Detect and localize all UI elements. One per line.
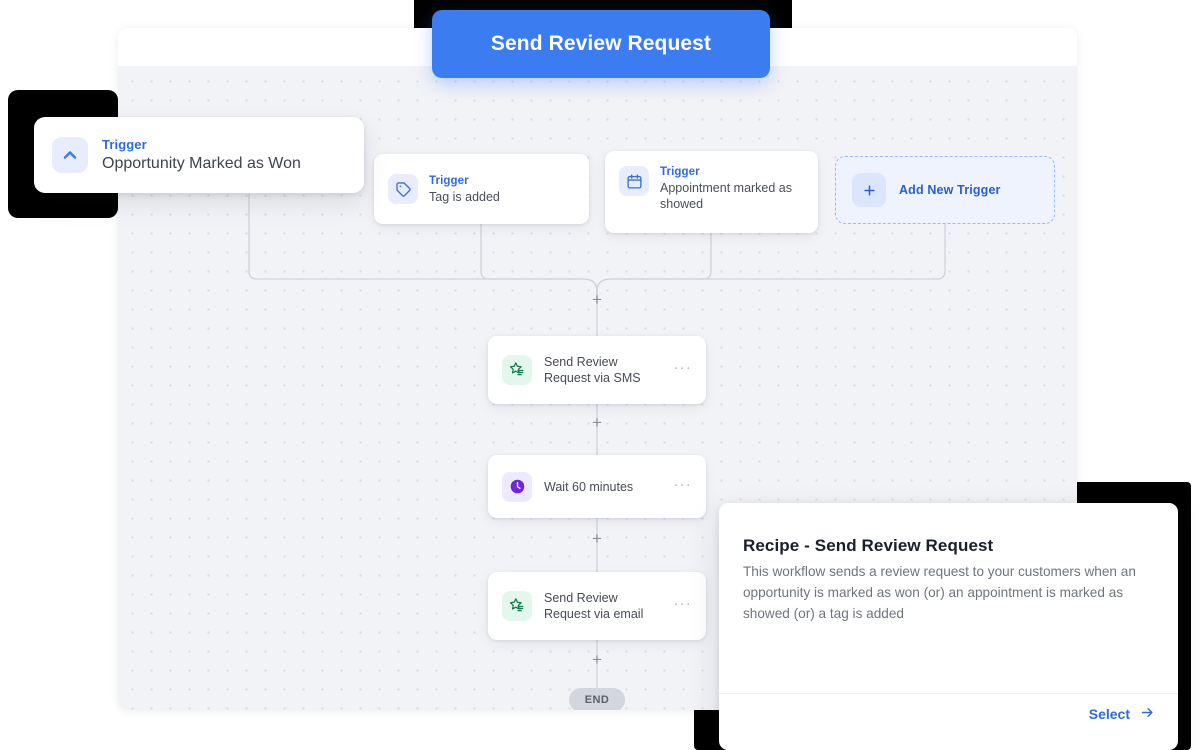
trigger-card-appointment-marked-as-showed[interactable]: Trigger Appointment marked as showed [605, 151, 818, 233]
add-step-plus-icon-3[interactable]: + [592, 529, 602, 548]
calendar-icon [619, 166, 649, 196]
trigger-label: Trigger [660, 166, 700, 178]
trigger-value: Opportunity Marked as Won [102, 155, 301, 172]
action-menu-icon[interactable]: ··· [673, 359, 692, 376]
recipe-divider [719, 693, 1178, 694]
action-card-wait-60-minutes[interactable]: Wait 60 minutes ··· [488, 455, 706, 518]
review-star-icon [502, 355, 532, 385]
end-badge: END [569, 688, 625, 710]
add-step-plus-icon-4[interactable]: + [592, 650, 602, 669]
action-menu-icon[interactable]: ··· [673, 475, 692, 493]
recipe-description: This workflow sends a review request to … [743, 564, 1136, 621]
send-review-request-label: Send Review Request [490, 32, 712, 55]
add-step-plus-icon-2[interactable]: + [592, 413, 602, 432]
trigger-card-tag-is-added[interactable]: Trigger Tag is added [374, 154, 589, 224]
recipe-select-button[interactable]: Select [1089, 705, 1156, 723]
recipe-panel: Recipe - Send Review Request This workfl… [719, 503, 1178, 750]
chevron-up-icon [52, 137, 88, 173]
end-label: END [584, 694, 610, 706]
action-menu-icon[interactable]: ··· [673, 595, 692, 612]
add-new-trigger-button[interactable]: Add New Trigger [835, 156, 1055, 224]
recipe-title: Recipe - Send Review Request [743, 536, 994, 555]
trigger-card-opportunity-marked-as-won[interactable]: Trigger Opportunity Marked as Won [34, 117, 364, 193]
trigger-value: Tag is added [429, 189, 500, 204]
trigger-label: Trigger [429, 174, 469, 187]
clock-icon [502, 471, 532, 502]
add-step-plus-icon-1[interactable]: + [592, 290, 602, 309]
trigger-label: Trigger [102, 137, 147, 152]
action-name: Send Review Request via email [544, 591, 644, 621]
arrow-right-icon [1139, 705, 1156, 723]
send-review-request-button[interactable]: Send Review Request [432, 10, 770, 78]
add-new-trigger-label: Add New Trigger [899, 183, 1001, 197]
action-card-send-review-request-sms[interactable]: Send Review Request via SMS ··· [488, 336, 706, 404]
review-star-icon [502, 591, 532, 621]
plus-icon [852, 173, 886, 207]
tag-icon [388, 174, 418, 204]
action-name: Wait 60 minutes [544, 479, 634, 494]
recipe-select-label: Select [1088, 706, 1130, 722]
action-name: Send Review Request via SMS [544, 355, 641, 385]
trigger-value: Appointment marked as showed [660, 181, 793, 211]
action-card-send-review-request-email[interactable]: Send Review Request via email ··· [488, 572, 706, 640]
